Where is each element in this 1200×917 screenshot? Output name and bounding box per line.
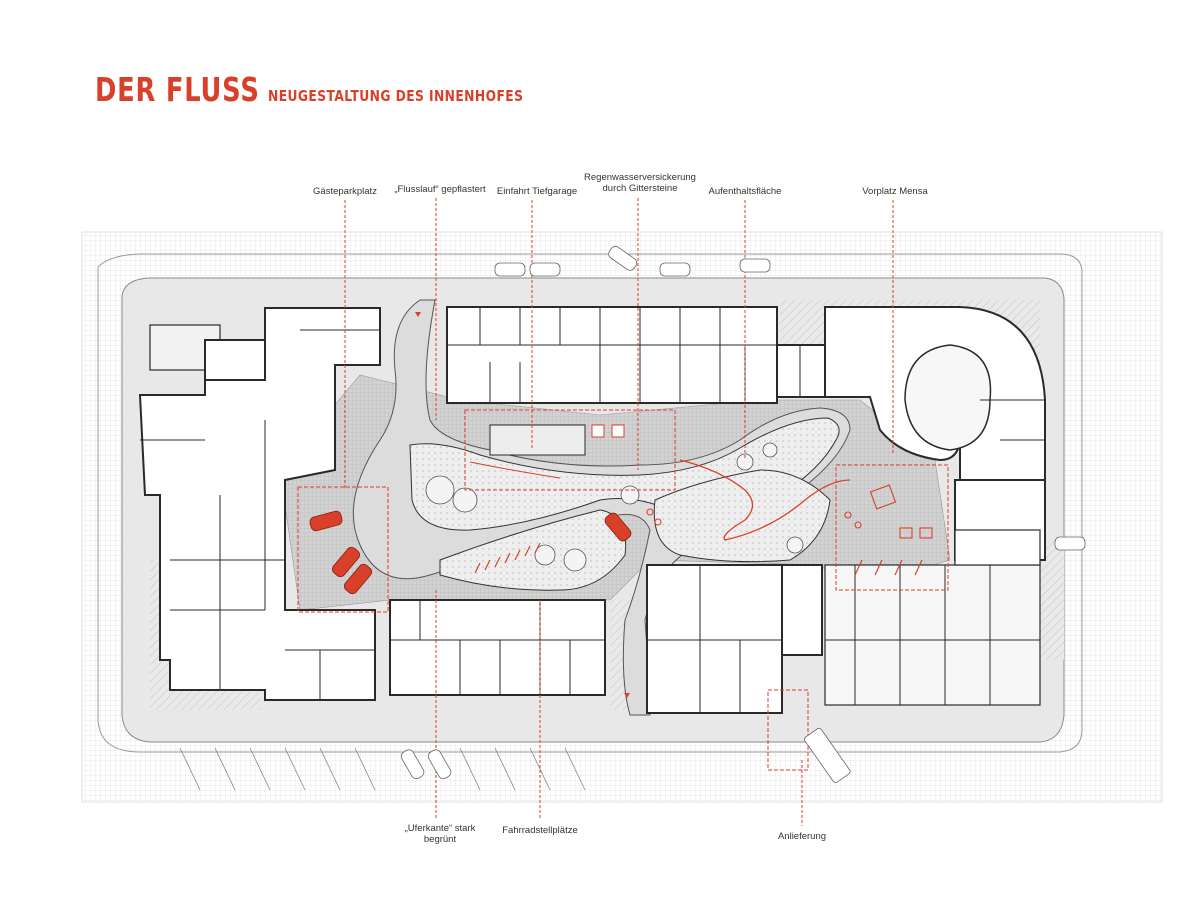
tree	[620, 485, 640, 505]
car	[400, 749, 425, 780]
tree	[563, 548, 587, 572]
label-regenwasser: Regenwasserversickerung durch Gitterstei…	[584, 172, 696, 194]
tree	[762, 442, 778, 458]
leader-lines	[344, 198, 894, 826]
zone-rainwater	[464, 409, 676, 491]
mensa-furniture	[646, 484, 933, 539]
bike-racks	[474, 542, 923, 576]
label-vorplatz: Vorplatz Mensa	[862, 186, 928, 197]
garage-ramp	[489, 424, 586, 456]
car	[1054, 536, 1086, 551]
car	[343, 563, 373, 595]
rainwater-markers	[591, 424, 625, 438]
zone-delivery	[767, 689, 809, 771]
tree	[452, 487, 478, 513]
river-edge-line	[679, 459, 851, 541]
river-band	[352, 299, 851, 716]
building-annex	[204, 339, 266, 381]
seat	[844, 511, 852, 519]
car	[309, 510, 343, 532]
tree	[736, 453, 754, 471]
car	[494, 262, 526, 277]
seat	[654, 518, 662, 526]
main-title: DER FLUSS	[95, 70, 260, 109]
car	[604, 512, 632, 542]
kiosk	[869, 484, 897, 510]
building-south-central	[646, 564, 783, 714]
car	[608, 246, 638, 271]
label-anlieferung: Anlieferung	[777, 831, 827, 842]
street-outline	[97, 253, 1083, 753]
round-hall	[904, 344, 992, 451]
label-flusslauf: „Flusslauf“ gepflastert	[394, 184, 486, 195]
sub-title: NEUGESTALTUNG DES INNENHOFES	[268, 87, 524, 105]
river-edge-line	[469, 461, 561, 479]
label-fahrrad: Fahrradstellplätze	[502, 825, 578, 836]
entrance-arrows	[415, 312, 630, 698]
building-north	[446, 306, 778, 404]
green-island	[653, 469, 831, 563]
building-southeast	[824, 564, 1041, 706]
tree	[786, 536, 804, 554]
label-aufenthalt: Aufenthaltsfläche	[708, 186, 782, 197]
delivery-truck	[804, 727, 851, 783]
seat	[646, 508, 654, 516]
interior-walls	[140, 307, 1045, 713]
page-title: DER FLUSS NEUGESTALTUNG DES INNENHOFES	[95, 70, 580, 109]
label-einfahrt: Einfahrt Tiefgarage	[496, 186, 578, 197]
parking-marks	[179, 747, 586, 791]
zone-outlines	[297, 409, 949, 771]
car	[529, 262, 561, 277]
label-uferkante: „Uferkante“ stark begrünt	[404, 823, 476, 845]
label-gaesteparkplatz: Gästeparkplatz	[313, 186, 377, 197]
guest-cars	[309, 510, 632, 595]
zone-mensa-forecourt	[835, 464, 949, 591]
car	[427, 749, 452, 780]
street-cars	[400, 246, 1086, 783]
building-south-middle	[389, 599, 606, 696]
seat	[854, 521, 862, 529]
tree	[534, 544, 556, 566]
trees	[425, 442, 804, 572]
building-entrance	[954, 529, 1041, 566]
table	[899, 527, 913, 539]
car	[659, 262, 691, 277]
car	[739, 258, 771, 273]
table	[919, 527, 933, 539]
building-south-annex	[781, 564, 823, 656]
tree	[425, 475, 455, 505]
car	[331, 546, 361, 578]
zone-guest-parking	[297, 486, 389, 613]
